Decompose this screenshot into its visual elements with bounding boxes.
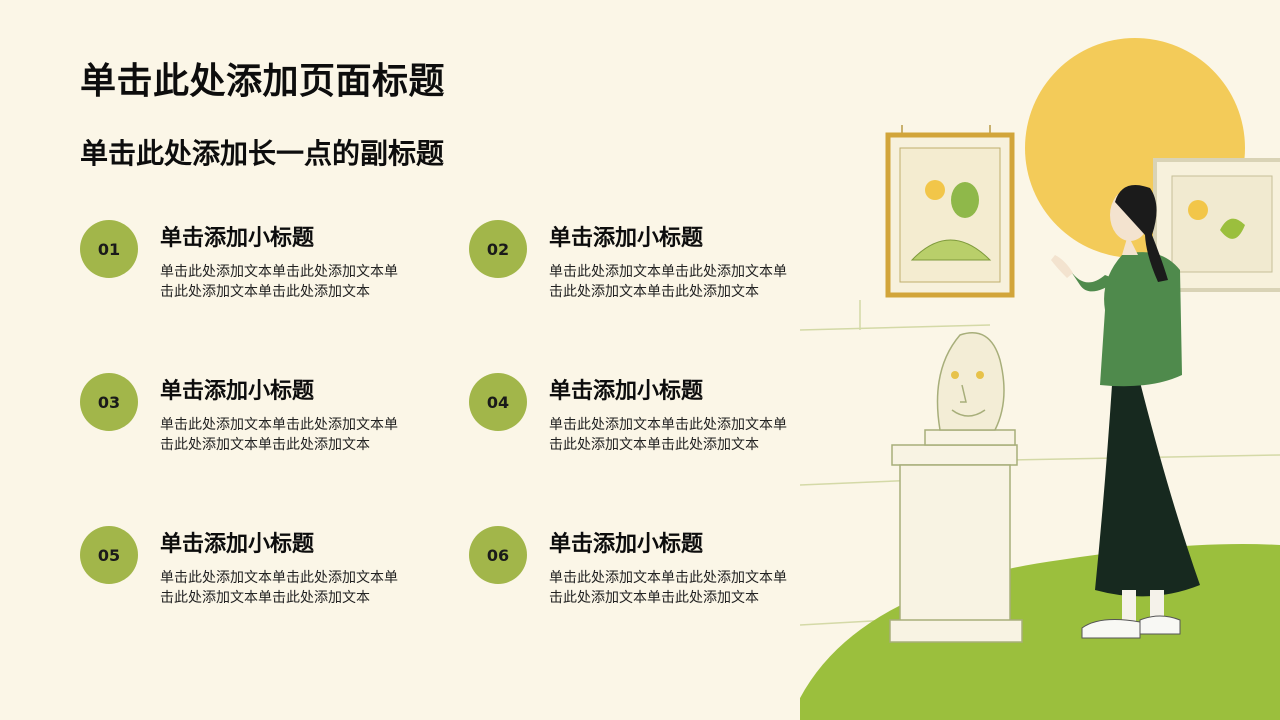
number-badge: 03 — [80, 373, 138, 431]
item-title[interactable]: 单击添加小标题 — [549, 532, 704, 557]
item-text[interactable]: 单击此处添加文本单击此处添加文本单击此处添加文本单击此处添加文本 — [160, 570, 398, 606]
content-item-06: 06 单击添加小标题 单击此处添加文本单击此处添加文本单击此处添加文本单击此处添… — [469, 526, 799, 636]
number-badge: 06 — [469, 526, 527, 584]
frame-left — [885, 125, 1015, 298]
number-badge: 04 — [469, 373, 527, 431]
content-item-04: 04 单击添加小标题 单击此处添加文本单击此处添加文本单击此处添加文本单击此处添… — [469, 373, 799, 483]
page-title[interactable]: 单击此处添加页面标题 — [80, 61, 446, 102]
pedestal-with-sculpture — [889, 332, 1023, 643]
number-badge: 02 — [469, 220, 527, 278]
item-text[interactable]: 单击此处添加文本单击此处添加文本单击此处添加文本单击此处添加文本 — [160, 264, 398, 300]
item-title[interactable]: 单击添加小标题 — [160, 379, 315, 404]
item-text[interactable]: 单击此处添加文本单击此处添加文本单击此处添加文本单击此处添加文本 — [549, 264, 787, 300]
number-badge: 05 — [80, 526, 138, 584]
content-item-02: 02 单击添加小标题 单击此处添加文本单击此处添加文本单击此处添加文本单击此处添… — [469, 220, 799, 330]
item-text[interactable]: 单击此处添加文本单击此处添加文本单击此处添加文本单击此处添加文本 — [549, 570, 787, 606]
gallery-visitor-illustration — [800, 38, 1280, 720]
ground-shape — [800, 544, 1280, 720]
content-item-03: 03 单击添加小标题 单击此处添加文本单击此处添加文本单击此处添加文本单击此处添… — [80, 373, 410, 483]
item-text[interactable]: 单击此处添加文本单击此处添加文本单击此处添加文本单击此处添加文本 — [549, 417, 787, 453]
content-item-05: 05 单击添加小标题 单击此处添加文本单击此处添加文本单击此处添加文本单击此处添… — [80, 526, 410, 636]
item-title[interactable]: 单击添加小标题 — [549, 379, 704, 404]
item-title[interactable]: 单击添加小标题 — [549, 226, 704, 251]
item-title[interactable]: 单击添加小标题 — [160, 532, 315, 557]
content-item-01: 01 单击添加小标题 单击此处添加文本单击此处添加文本单击此处添加文本单击此处添… — [80, 220, 410, 330]
item-text[interactable]: 单击此处添加文本单击此处添加文本单击此处添加文本单击此处添加文本 — [160, 417, 398, 453]
visitor-woman — [1051, 185, 1200, 639]
number-badge: 01 — [80, 220, 138, 278]
page-subtitle[interactable]: 单击此处添加长一点的副标题 — [80, 137, 445, 170]
item-title[interactable]: 单击添加小标题 — [160, 226, 315, 251]
